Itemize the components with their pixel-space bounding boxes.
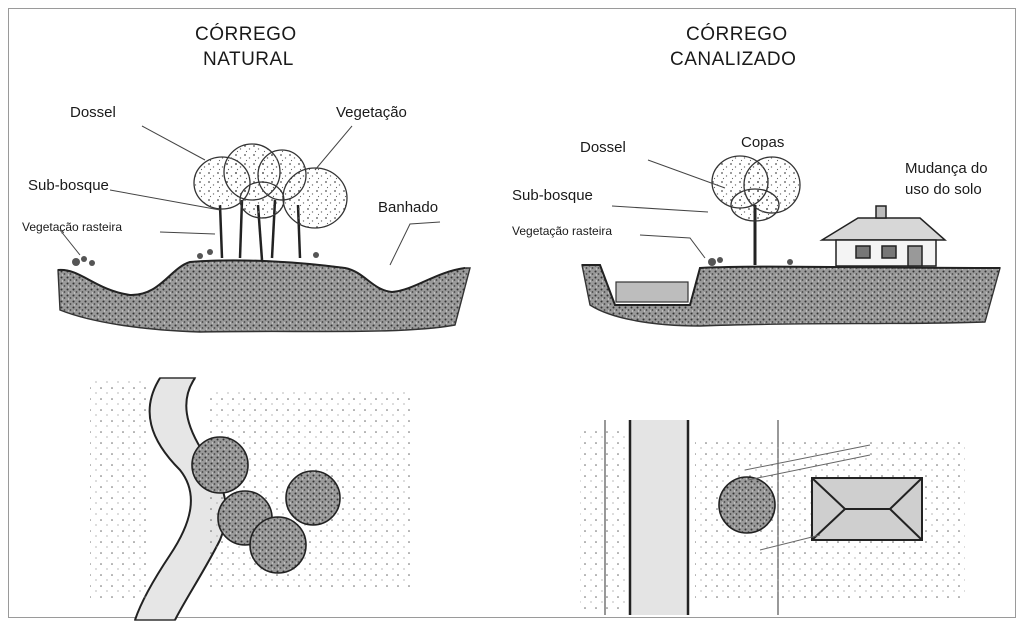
label-vegetacao: Vegetação — [336, 104, 407, 121]
title-canalizado-line1: CÓRREGO — [686, 24, 788, 45]
label-sub-bosque-left: Sub-bosque — [28, 177, 109, 194]
title-natural-line1: CÓRREGO — [195, 24, 297, 45]
label-dossel-left: Dossel — [70, 104, 116, 121]
canal-plan-strip — [630, 420, 688, 615]
label-vegetacao-rasteira-right: Vegetação rasteira — [512, 224, 613, 238]
title-natural-line2: NATURAL — [203, 49, 294, 70]
natural-plan-view — [90, 377, 410, 621]
label-vegetacao-rasteira-left: Vegetação rasteira — [22, 220, 123, 234]
canalizado-plan-canopy — [718, 476, 776, 534]
title-canalizado-line2: CANALIZADO — [670, 49, 797, 70]
house-plan — [811, 477, 923, 541]
canalizado-shrubs — [708, 257, 793, 266]
canalizado-leaders — [611, 159, 726, 259]
label-dossel-right: Dossel — [580, 139, 626, 156]
house — [819, 205, 947, 267]
label-mudanca-line2: uso do solo — [905, 181, 982, 198]
natural-canopy — [193, 143, 348, 229]
canalizado-cross-section — [581, 155, 1001, 327]
label-sub-bosque-right: Sub-bosque — [512, 187, 593, 204]
natural-ground — [57, 259, 471, 333]
figure-frame — [8, 8, 1016, 618]
label-mudanca-line1: Mudança do — [905, 160, 988, 177]
canalizado-plan-view — [580, 420, 965, 615]
canal-water — [615, 281, 689, 303]
natural-leaders — [59, 125, 441, 266]
natural-plan-canopies — [191, 436, 341, 574]
natural-cross-section — [57, 125, 471, 333]
natural-shrubs — [72, 249, 319, 266]
label-banhado: Banhado — [378, 199, 439, 216]
canalizado-tree-canopy — [711, 155, 801, 222]
label-copas: Copas — [741, 134, 785, 151]
canalizado-plan-hatching — [744, 444, 871, 551]
